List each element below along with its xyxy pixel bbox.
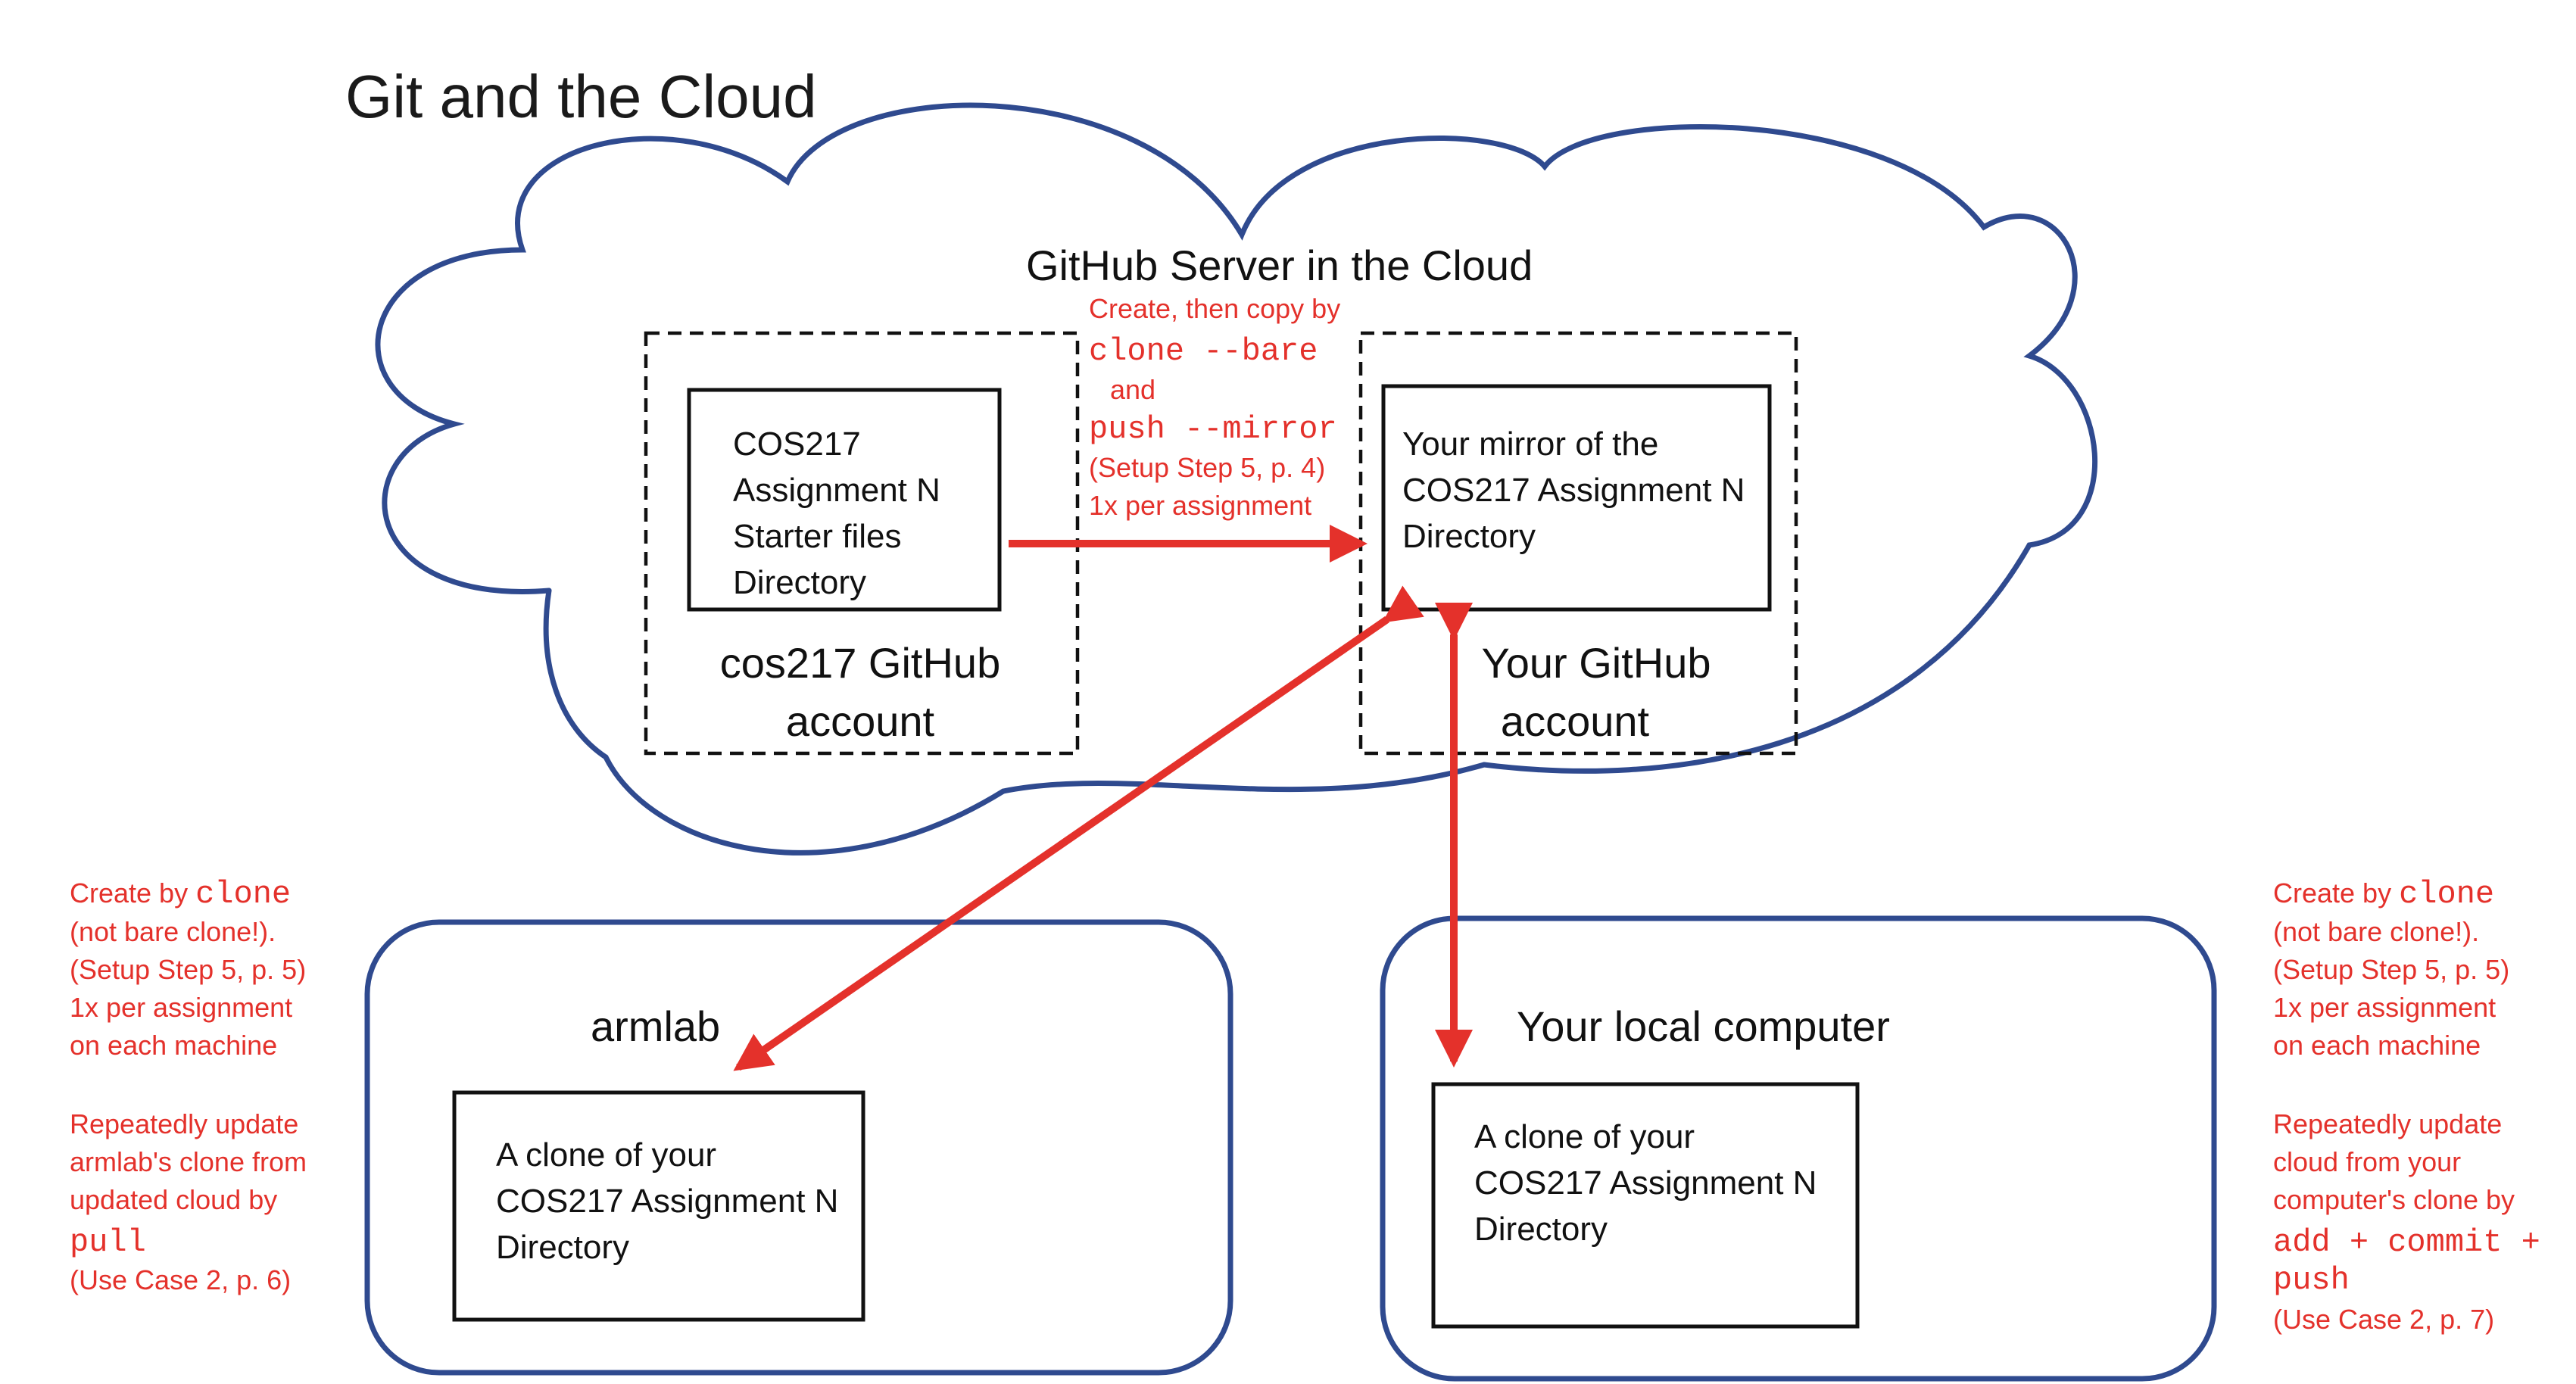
armlab-clone-box <box>452 1090 865 1322</box>
copy-annotation: Create, then copy by clone --bare and pu… <box>1089 293 1340 521</box>
armlab-label: armlab <box>591 1002 720 1050</box>
right-note-line-1: (not bare clone!). <box>2273 916 2479 947</box>
local-clone-box <box>1431 1082 1860 1329</box>
right-annotation: Create by clone (not bare clone!). (Setu… <box>2273 876 2540 1335</box>
local-clone-line-1: A clone of your <box>1474 1118 1695 1155</box>
armlab-clone-line-1: A clone of your <box>496 1136 716 1174</box>
your-account-label-2: account <box>1501 697 1650 745</box>
starter-files-line-4: Directory <box>733 564 866 601</box>
left-note-line-2: (Setup Step 5, p. 5) <box>70 954 306 985</box>
right-note-line-4: on each machine <box>2273 1030 2481 1061</box>
right-note-create: Create by clone <box>2273 876 2494 912</box>
armlab-clone-line-3: Directory <box>496 1229 629 1266</box>
left-note-line-3: 1x per assignment <box>70 992 292 1023</box>
left-note-line-6: armlab's clone from <box>70 1146 307 1177</box>
starter-files-line-3: Starter files <box>733 518 902 555</box>
armlab-sync-arrow <box>733 585 1424 1071</box>
local-clone-line-2: COS217 Assignment N <box>1474 1164 1817 1202</box>
copy-note-line-3: (Setup Step 5, p. 4) <box>1089 452 1325 483</box>
cloud-label: GitHub Server in the Cloud <box>1026 242 1533 289</box>
your-account-label-1: Your GitHub <box>1482 639 1711 687</box>
left-note-code: pull <box>70 1224 146 1261</box>
mirror-box <box>1381 384 1772 612</box>
local-computer-label: Your local computer <box>1517 1002 1890 1050</box>
starter-files-line-2: Assignment N <box>733 472 940 509</box>
starter-files-box <box>687 388 1002 612</box>
right-note-line-6: cloud from your <box>2273 1146 2461 1177</box>
right-note-final: (Use Case 2, p. 7) <box>2273 1304 2494 1335</box>
mirror-line-3: Directory <box>1402 518 1536 555</box>
left-annotation: Create by clone (not bare clone!). (Setu… <box>70 876 307 1295</box>
left-note-line-1: (not bare clone!). <box>70 916 276 947</box>
copy-note-line-1: Create, then copy by <box>1089 293 1340 324</box>
starter-files-line-1: COS217 <box>733 425 861 463</box>
left-note-create: Create by clone <box>70 876 291 912</box>
copy-note-line-4: 1x per assignment <box>1089 490 1311 521</box>
copy-note-and: and <box>1110 374 1155 405</box>
left-note-line-5: Repeatedly update <box>70 1108 298 1139</box>
left-note-line-7: updated cloud by <box>70 1184 277 1215</box>
local-clone-line-3: Directory <box>1474 1211 1608 1248</box>
right-note-line-2: (Setup Step 5, p. 5) <box>2273 954 2509 985</box>
left-note-final: (Use Case 2, p. 6) <box>70 1264 291 1295</box>
right-note-code-2: push <box>2273 1262 2350 1298</box>
mirror-line-1: Your mirror of the <box>1402 425 1658 463</box>
cos217-account-label-2: account <box>786 697 935 745</box>
right-note-code-1: add + commit + <box>2273 1224 2540 1261</box>
copy-note-code-2: push --mirror <box>1089 411 1337 447</box>
cos217-account-label-1: cos217 GitHub <box>720 639 1000 687</box>
armlab-clone-line-2: COS217 Assignment N <box>496 1183 838 1220</box>
left-note-line-4: on each machine <box>70 1030 277 1061</box>
right-note-line-5: Repeatedly update <box>2273 1108 2502 1139</box>
right-note-line-3: 1x per assignment <box>2273 992 2496 1023</box>
diagram-title: Git and the Cloud <box>345 63 817 130</box>
copy-note-code-1: clone --bare <box>1089 333 1318 369</box>
mirror-line-2: COS217 Assignment N <box>1402 472 1745 509</box>
right-note-line-7: computer's clone by <box>2273 1184 2515 1215</box>
